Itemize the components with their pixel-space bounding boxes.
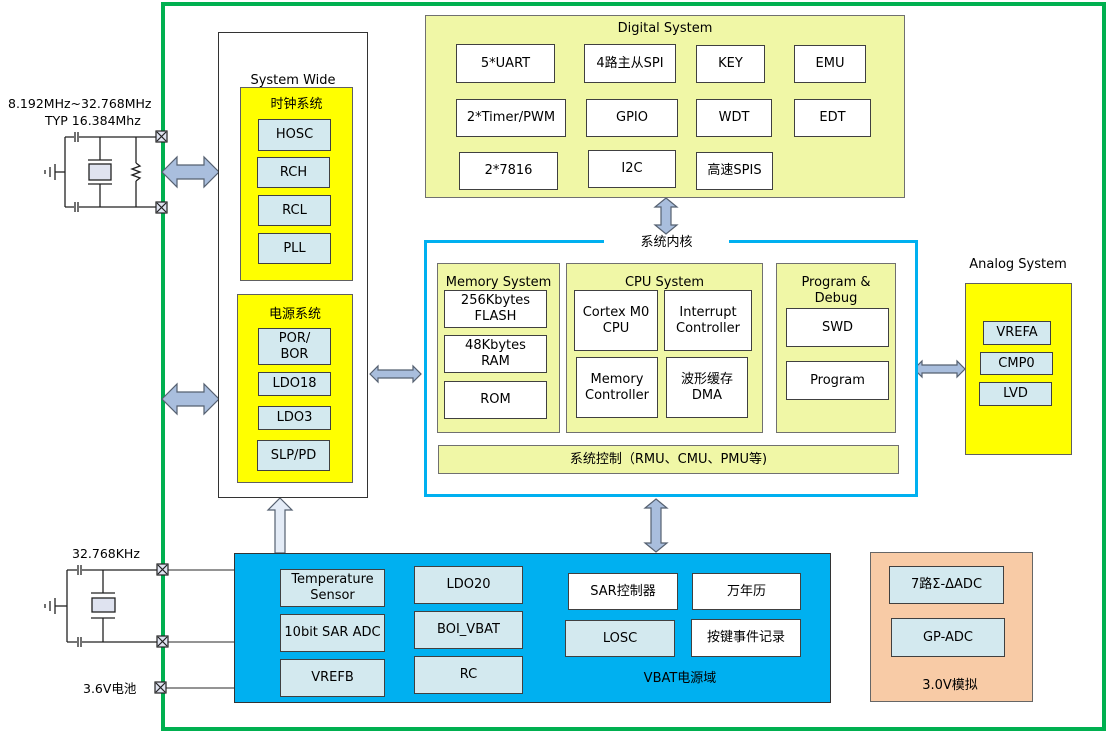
hosc-capacitor-icon xyxy=(74,132,79,212)
pin-losc-out-icon xyxy=(156,635,169,648)
arrow-hosc-systemwide-icon xyxy=(161,155,220,189)
block-sar-adc[interactable]: 10bit SAR ADC xyxy=(280,614,385,652)
battery-label: 3.6V电池 xyxy=(83,681,137,696)
block-temperature-sensor[interactable]: Temperature Sensor xyxy=(280,569,385,607)
block-sigma-delta-adc[interactable]: 7路Σ-ΔADC xyxy=(889,566,1004,604)
power-system-title: 电源系统 xyxy=(268,307,321,322)
pin-hosc-out-icon xyxy=(155,201,168,214)
hosc-typ-label: TYP 16.384Mhz xyxy=(45,113,141,128)
pin-battery-icon xyxy=(154,681,167,694)
hosc-crystal-icon xyxy=(88,163,112,181)
block-gpio[interactable]: GPIO xyxy=(586,99,678,137)
block-hosc[interactable]: HOSC xyxy=(258,119,331,151)
block-spis[interactable]: 高速SPIS xyxy=(696,152,773,190)
block-ram[interactable]: 48Kbytes RAM xyxy=(444,335,547,373)
arrow-core-vbat-icon xyxy=(643,498,669,553)
program-debug-group: Program & Debug xyxy=(776,263,896,433)
block-timer-pwm[interactable]: 2*Timer/PWM xyxy=(456,99,566,137)
losc-freq-label: 32.768KHz xyxy=(72,546,140,561)
block-calendar[interactable]: 万年历 xyxy=(692,573,801,610)
analog-system-title: Analog System xyxy=(969,257,1067,272)
block-rch[interactable]: RCH xyxy=(257,157,330,188)
block-pll[interactable]: PLL xyxy=(258,233,331,264)
block-ldo20[interactable]: LDO20 xyxy=(414,566,523,604)
block-7816[interactable]: 2*7816 xyxy=(459,152,558,190)
digital-system-title: Digital System xyxy=(617,21,713,36)
block-uart[interactable]: 5*UART xyxy=(456,44,555,83)
cpu-system-title: CPU System xyxy=(624,275,705,290)
clock-system-title: 时钟系统 xyxy=(270,97,323,112)
block-flash[interactable]: 256Kbytes FLASH xyxy=(444,290,547,328)
block-program[interactable]: Program xyxy=(786,361,889,400)
block-vrefa[interactable]: VREFA xyxy=(983,321,1051,345)
block-emu[interactable]: EMU xyxy=(794,45,866,83)
block-wdt[interactable]: WDT xyxy=(696,99,772,137)
block-ldo18[interactable]: LDO18 xyxy=(258,372,331,396)
block-interrupt-controller[interactable]: Interrupt Controller xyxy=(664,290,752,351)
block-spi[interactable]: 4路主从SPI xyxy=(584,44,676,83)
pin-icons xyxy=(154,130,169,694)
program-debug-title: Program & Debug xyxy=(801,275,871,306)
block-vrefb[interactable]: VREFB xyxy=(280,659,385,697)
block-swd[interactable]: SWD xyxy=(786,308,889,347)
block-dma[interactable]: 波形缓存 DMA xyxy=(666,357,748,418)
arrow-core-analog-icon xyxy=(913,359,966,379)
losc-crystal-circuit xyxy=(44,569,236,689)
pin-losc-in-icon xyxy=(156,563,169,576)
arrow-power-systemwide-icon xyxy=(161,382,220,416)
block-sar-controller[interactable]: SAR控制器 xyxy=(568,573,678,610)
losc-capacitor-icon xyxy=(77,565,82,647)
block-key-event-log[interactable]: 按键事件记录 xyxy=(691,619,801,657)
block-rc[interactable]: RC xyxy=(414,656,523,694)
memory-system-title: Memory System xyxy=(445,275,552,290)
block-key[interactable]: KEY xyxy=(696,45,765,83)
arrow-vbat-systemwide-icon xyxy=(266,497,294,554)
block-gp-adc[interactable]: GP-ADC xyxy=(891,618,1005,657)
block-rcl[interactable]: RCL xyxy=(258,195,331,226)
block-boi-vbat[interactable]: BOI_VBAT xyxy=(414,611,523,649)
block-cortex-m0[interactable]: Cortex M0 CPU xyxy=(574,290,658,351)
block-losc[interactable]: LOSC xyxy=(565,620,675,657)
chip-boundary xyxy=(161,2,1106,731)
hosc-crystal-circuit xyxy=(44,136,161,208)
block-edt[interactable]: EDT xyxy=(794,99,871,137)
system-core-title: 系统内核 xyxy=(604,235,729,251)
arrow-systemwide-core-icon xyxy=(369,364,422,384)
pin-hosc-in-icon xyxy=(155,130,168,143)
block-ldo3[interactable]: LDO3 xyxy=(258,406,331,430)
vbat-domain-title: VBAT电源域 xyxy=(643,671,717,686)
block-slp-pd[interactable]: SLP/PD xyxy=(257,440,330,471)
block-i2c[interactable]: I2C xyxy=(588,150,676,188)
block-rom[interactable]: ROM xyxy=(444,381,547,419)
system-wide-title: System Wide xyxy=(250,73,336,88)
block-memory-controller[interactable]: Memory Controller xyxy=(576,357,658,418)
hosc-freq-range-label: 8.192MHz~32.768MHz xyxy=(8,96,152,111)
block-por-bor[interactable]: POR/ BOR xyxy=(258,328,331,365)
analog-3v-title: 3.0V模拟 xyxy=(922,678,978,693)
block-cmp0[interactable]: CMP0 xyxy=(980,352,1053,375)
arrow-digital-core-icon xyxy=(653,197,679,235)
block-system-control[interactable]: 系统控制（RMU、CMU、PMU等) xyxy=(438,445,899,474)
losc-crystal-icon xyxy=(91,597,116,613)
block-lvd[interactable]: LVD xyxy=(979,382,1052,406)
